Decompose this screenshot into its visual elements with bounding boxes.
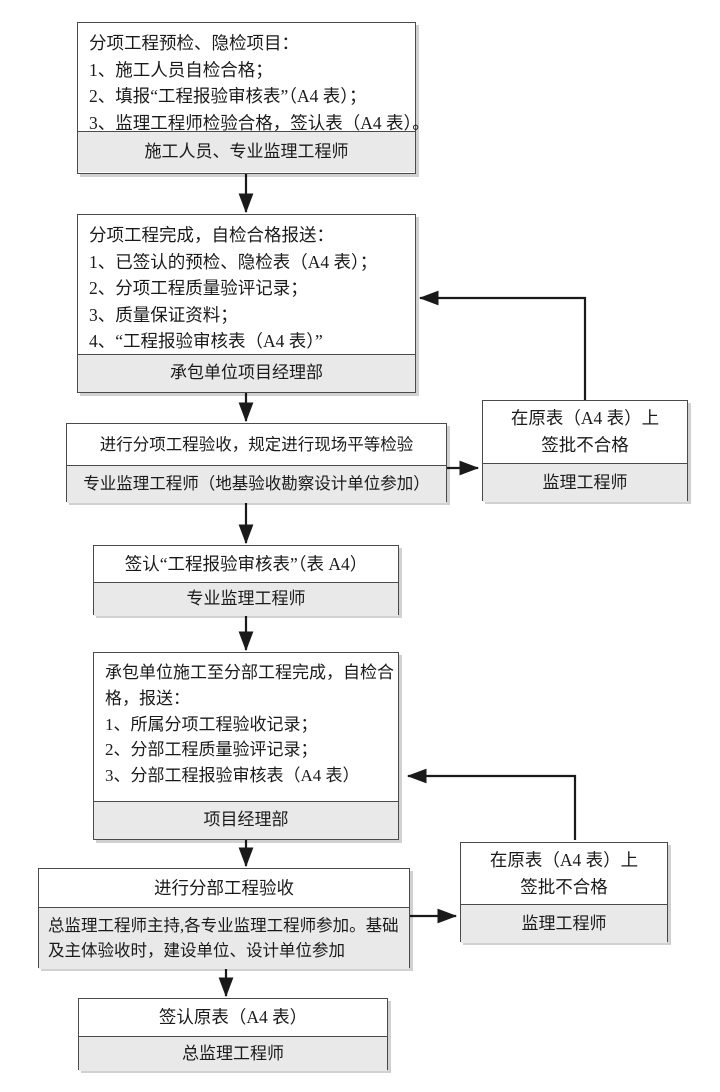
node-subitem-complete-line-2: 1、已签认的预检、隐检表（A4 表）； xyxy=(89,251,378,272)
node-subitem-acceptance[interactable]: 进行分项工程验收，规定进行现场平等检验 专业监理工程师（地基验收勘察设计单位参加… xyxy=(66,423,447,503)
node-division-complete-line-2: 格，报送： xyxy=(105,688,190,708)
node-division-complete-line-5: 3、分部工程报验审核表（A4 表） xyxy=(105,766,360,786)
node-reject-subitem-role: 监理工程师 xyxy=(483,463,687,502)
feedback-arrow-r1-to-n2 xyxy=(418,290,587,400)
node-reject-division-role: 监理工程师 xyxy=(461,904,667,943)
node-preinspection-items[interactable]: 分项工程预检、隐检项目： 1、施工人员自检合格； 2、填报“工程报验审核表”（A… xyxy=(77,22,430,174)
node-subitem-complete-body: 分项工程完成，自检合格报送： 1、已签认的预检、隐检表（A4 表）； 2、分项工… xyxy=(78,215,415,354)
node-reject-subitem-line-2: 签批不合格 xyxy=(541,435,629,455)
node-subitem-complete-line-1: 分项工程完成，自检合格报送： xyxy=(89,225,334,245)
node-reject-division[interactable]: 在原表（A4 表）上 签批不合格 监理工程师 xyxy=(460,842,668,943)
node-reject-division-body: 在原表（A4 表）上 签批不合格 xyxy=(461,843,667,904)
node-subitem-acceptance-role: 专业监理工程师（地基验收勘察设计单位参加） xyxy=(67,465,446,503)
node-preinspection-line-3: 2、填报“工程报验审核表”（A4 表）； xyxy=(89,86,367,107)
node-sign-review-form-role: 专业监理工程师 xyxy=(94,582,398,616)
node-preinspection-body: 分项工程预检、隐检项目： 1、施工人员自检合格； 2、填报“工程报验审核表”（A… xyxy=(78,23,430,133)
node-preinspection-line-2: 1、施工人员自检合格； xyxy=(89,59,273,80)
node-sign-original-form-body: 签认原表（A4 表） xyxy=(79,999,387,1036)
node-division-acceptance-line-1: 进行分部工程验收 xyxy=(154,877,294,898)
node-preinspection-role: 施工人员、专业监理工程师 xyxy=(78,131,415,172)
node-sign-review-form[interactable]: 签认“工程报验审核表”（表 A4） 专业监理工程师 xyxy=(93,545,399,616)
node-sign-original-form[interactable]: 签认原表（A4 表） 总监理工程师 xyxy=(78,998,388,1071)
node-division-acceptance[interactable]: 进行分部工程验收 总监理工程师主持,各专业监理工程师参加。基础及主体验收时，建设… xyxy=(38,868,410,969)
node-sign-review-form-body: 签认“工程报验审核表”（表 A4） xyxy=(94,546,398,582)
node-division-acceptance-role: 总监理工程师主持,各专业监理工程师参加。基础及主体验收时，建设单位、设计单位参加 xyxy=(39,907,409,969)
node-division-complete-line-3: 1、所属分项工程验收记录； xyxy=(105,714,318,734)
node-subitem-complete-line-5: 4、“工程报验审核表（A4 表）” xyxy=(89,331,323,352)
node-division-acceptance-body: 进行分部工程验收 xyxy=(39,869,409,907)
node-preinspection-line-4: 3、监理工程师检验合格，签认表（A4 表）。 xyxy=(89,112,430,133)
node-subitem-complete[interactable]: 分项工程完成，自检合格报送： 1、已签认的预检、隐检表（A4 表）； 2、分项工… xyxy=(77,214,416,393)
node-division-complete-line-4: 2、分部工程质量验评记录； xyxy=(105,740,318,760)
node-subitem-acceptance-line-1: 进行分项工程验收，规定进行现场平等检验 xyxy=(99,434,414,454)
feedback-arrow-r2-to-n5 xyxy=(406,768,577,840)
node-division-complete[interactable]: 承包单位施工至分部工程完成，自检合 格，报送： 1、所属分项工程验收记录； 2、… xyxy=(93,652,399,840)
node-sign-original-form-role: 总监理工程师 xyxy=(79,1036,387,1071)
node-subitem-complete-role: 承包单位项目经理部 xyxy=(78,354,415,392)
node-reject-division-line-2: 签批不合格 xyxy=(520,876,608,897)
node-subitem-acceptance-body: 进行分项工程验收，规定进行现场平等检验 xyxy=(67,424,446,465)
node-division-complete-body: 承包单位施工至分部工程完成，自检合 格，报送： 1、所属分项工程验收记录； 2、… xyxy=(94,653,398,801)
node-subitem-complete-line-3: 2、分项工程质量验评记录； xyxy=(89,278,308,299)
node-subitem-complete-line-4: 3、质量保证资料； xyxy=(89,304,238,325)
node-reject-subitem-body: 在原表（A4 表）上 签批不合格 xyxy=(483,401,687,463)
node-reject-subitem[interactable]: 在原表（A4 表）上 签批不合格 监理工程师 xyxy=(482,400,688,502)
node-reject-subitem-line-1: 在原表（A4 表）上 xyxy=(510,408,660,429)
node-sign-original-form-line-1: 签认原表（A4 表） xyxy=(158,1007,308,1028)
node-reject-division-line-1: 在原表（A4 表）上 xyxy=(489,849,639,870)
node-division-complete-role: 项目经理部 xyxy=(94,801,398,839)
node-preinspection-line-1: 分项工程预检、隐检项目： xyxy=(89,33,299,53)
node-sign-review-form-line-1: 签认“工程报验审核表”（表 A4） xyxy=(124,553,368,574)
node-division-complete-line-1: 承包单位施工至分部工程完成，自检合 xyxy=(105,663,394,682)
